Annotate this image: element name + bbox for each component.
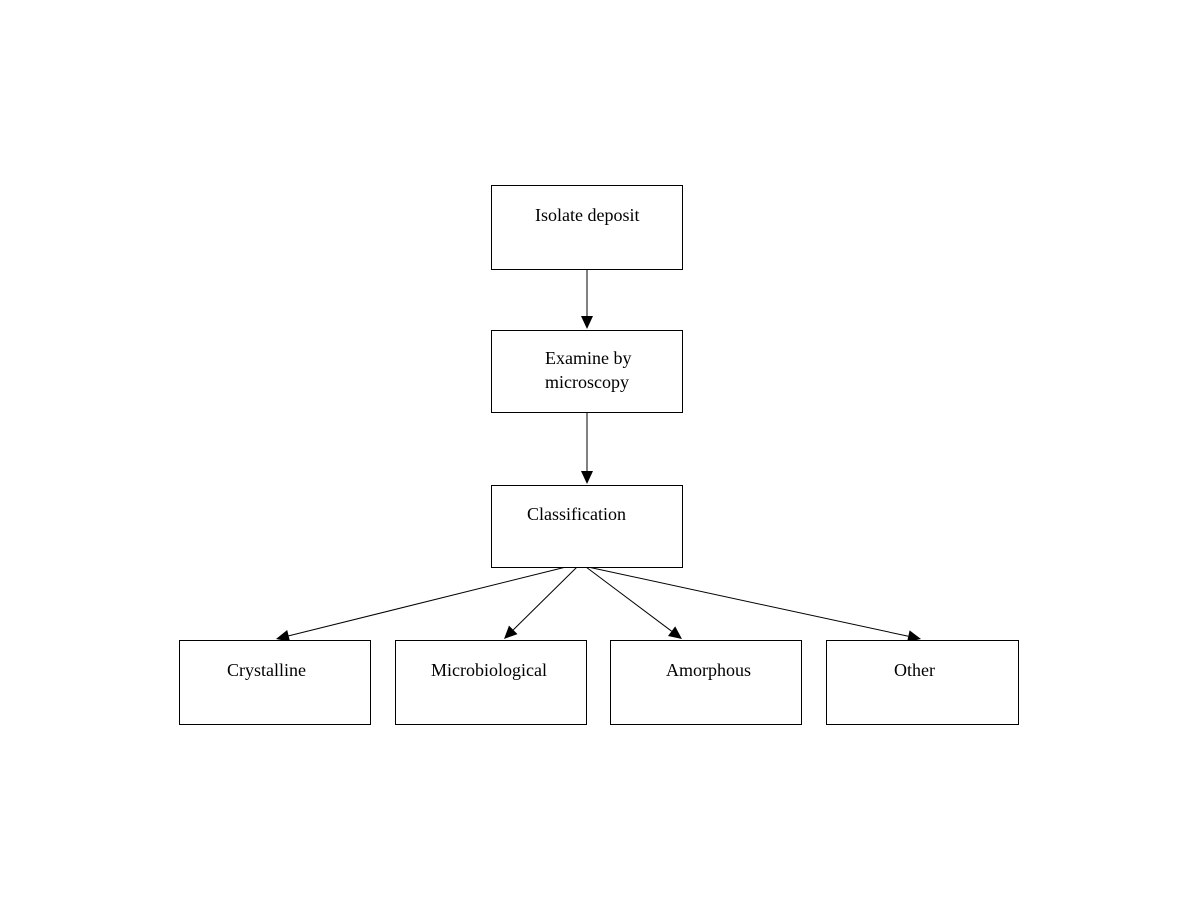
node-label: Amorphous: [666, 660, 751, 680]
node-label: Microbiological: [431, 660, 547, 680]
node-microbiological: Microbiological: [395, 640, 587, 725]
edge-isolate-to-examine: [581, 269, 593, 329]
arrowhead: [668, 626, 682, 639]
node-crystalline: Crystalline: [179, 640, 371, 725]
arrowhead: [581, 316, 593, 329]
node-box: [395, 640, 587, 725]
edge-line: [288, 566, 567, 637]
arrowhead: [907, 630, 921, 643]
node-box: [610, 640, 802, 725]
node-box: [491, 330, 683, 413]
edge-classification-to-amorphous: [585, 566, 682, 639]
node-label: Isolate deposit: [535, 205, 639, 225]
arrowhead: [581, 471, 593, 484]
node-examine: Examine by microscopy: [491, 330, 683, 413]
node-amorphous: Amorphous: [610, 640, 802, 725]
node-label: Crystalline: [227, 660, 306, 680]
edges-layer: [276, 269, 921, 643]
node-box: [179, 640, 371, 725]
edge-examine-to-classification: [581, 412, 593, 484]
edge-line: [512, 566, 578, 631]
node-box: [491, 185, 683, 270]
node-box: [491, 485, 683, 568]
arrowhead: [504, 625, 518, 639]
node-classification: Classification: [491, 485, 683, 568]
edge-line: [585, 566, 672, 632]
edge-classification-to-other: [587, 566, 921, 643]
arrowhead: [276, 630, 291, 642]
edge-classification-to-microbiological: [504, 566, 578, 639]
edge-classification-to-crystalline: [276, 566, 567, 642]
node-label: microscopy: [545, 372, 629, 392]
node-box: [826, 640, 1019, 725]
node-isolate: Isolate deposit: [491, 185, 683, 270]
node-label: Other: [894, 660, 935, 680]
node-other: Other: [826, 640, 1019, 725]
edge-line: [587, 566, 909, 637]
node-label: Examine by: [545, 348, 631, 368]
node-label: Classification: [527, 504, 626, 524]
